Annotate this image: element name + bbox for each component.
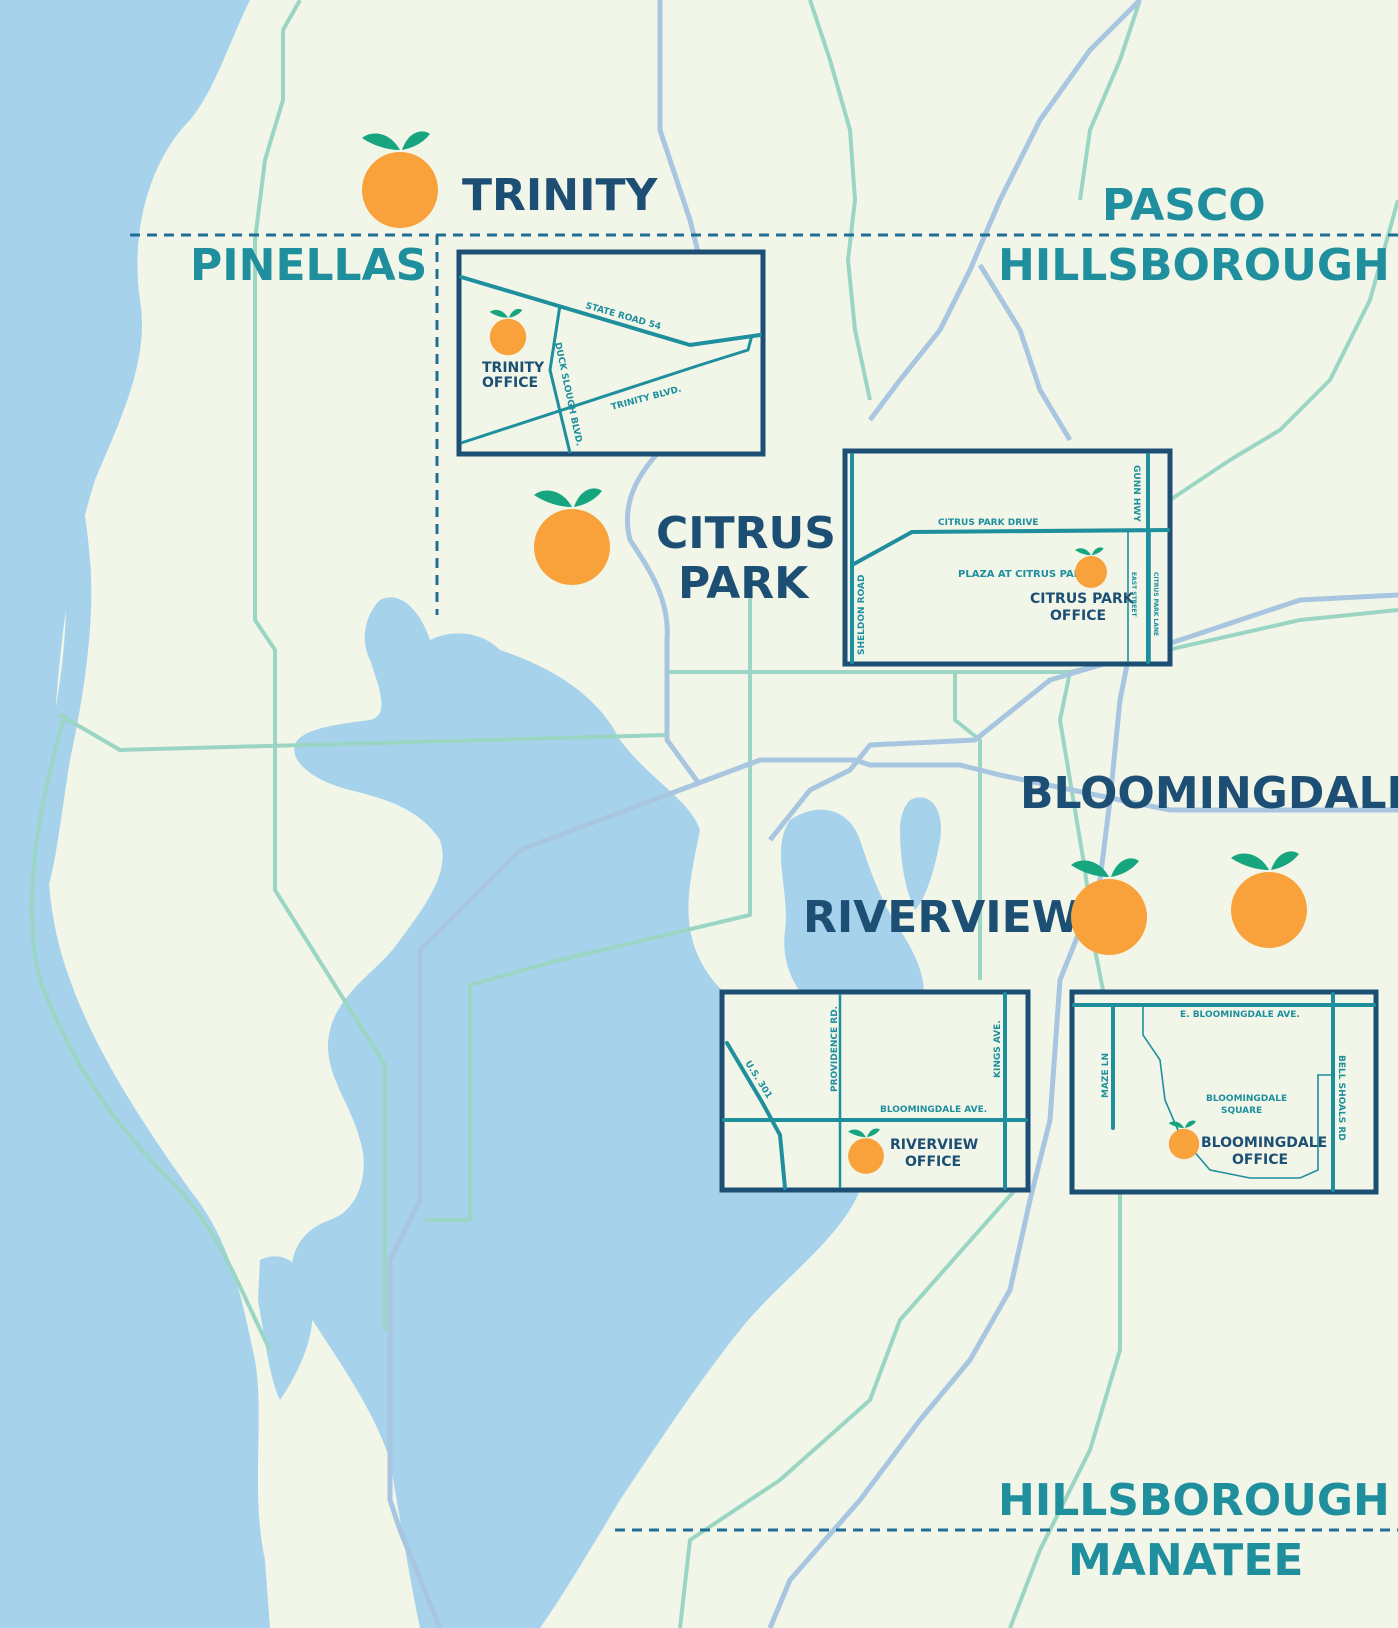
- boca-ciega-water: [258, 1256, 313, 1400]
- county-label-hillsborough-south: HILLSBOROUGH: [998, 1475, 1390, 1526]
- kings-ave-label: KINGS AVE.: [993, 1020, 1003, 1078]
- road-south-1: [1008, 1190, 1122, 1628]
- trinity-office-label-line1: TRINITY: [482, 360, 545, 376]
- riverview-inset-map[interactable]: U.S. 301 PROVIDENCE RD. KINGS AVE. BLOOM…: [719, 989, 1031, 1193]
- old-tampa-bay-arm: [900, 797, 941, 910]
- riverview-office-label-line2: OFFICE: [905, 1154, 961, 1170]
- city-label-trinity: TRINITY: [462, 170, 658, 221]
- highway-suncoast: [657, 0, 703, 261]
- bloomingdale-square-label-line1: BLOOMINGDALE: [1206, 1094, 1287, 1104]
- east-street-label: EAST STREET: [1130, 572, 1137, 617]
- trinity-inset-map[interactable]: STATE ROAD 54 DUCK SLOUGH BLVD. TRINITY …: [456, 249, 766, 457]
- highway-i75: [977, 263, 1073, 442]
- bell-shoals-rd-label: BELL SHOALS RD: [1336, 1055, 1346, 1141]
- city-label-riverview: RIVERVIEW: [803, 892, 1080, 943]
- road-east-1: [1078, 0, 1142, 201]
- state-road-54-line: [459, 275, 762, 348]
- e-bloomingdale-ave-label: E. BLOOMINGDALE AVE.: [1180, 1010, 1300, 1020]
- tampa-bay-water: [291, 597, 862, 1628]
- citrus-park-drive-label: CITRUS PARK DRIVE: [938, 518, 1039, 528]
- county-label-hillsborough-north: HILLSBOROUGH: [998, 240, 1390, 291]
- plaza-at-citrus-park-label: PLAZA AT CITRUS PARK: [958, 569, 1090, 580]
- road-north-south-1: [953, 672, 982, 980]
- county-label-pinellas: PINELLAS: [190, 240, 427, 291]
- highway-i75-south: [767, 599, 1143, 1628]
- bloomingdale-office-label-line1: BLOOMINGDALE: [1201, 1135, 1327, 1151]
- riverview-office-label-line1: RIVERVIEW: [890, 1137, 978, 1153]
- citrus-park-office-label-line1: CITRUS PARK: [1030, 591, 1135, 607]
- highway-us19: [253, 0, 387, 1330]
- trinity-blvd-line: [460, 334, 754, 445]
- road-northeast: [1168, 199, 1398, 502]
- city-label-citrus-park-line1: CITRUS: [656, 508, 836, 559]
- road-east-west-1: [58, 713, 668, 752]
- road-coastal: [29, 714, 272, 1351]
- city-label-bloomingdale: BLOOMINGDALE: [1020, 768, 1398, 819]
- citrus-park-office-label-line2: OFFICE: [1050, 608, 1106, 624]
- trinity-office-label-line2: OFFICE: [482, 375, 538, 391]
- bloomingdale-ave-label: BLOOMINGDALE AVE.: [880, 1105, 987, 1115]
- citrus-park-lane-label: CITRUS PARK LANE: [1152, 572, 1159, 636]
- road-east-west-2: [667, 608, 1398, 674]
- road-veterans: [808, 0, 872, 401]
- gunn-hwy-label: GUNN HWY: [1131, 465, 1141, 522]
- highway-selmon: [387, 757, 1398, 1628]
- county-label-pasco: PASCO: [1102, 180, 1266, 231]
- highway-i4: [768, 592, 1398, 842]
- road-north-south-2: [1058, 671, 1107, 1001]
- bloomingdale-office-label-line2: OFFICE: [1232, 1152, 1288, 1168]
- citrus-park-inset-frame: [842, 448, 1173, 667]
- bloomingdale-inset-frame: [1069, 989, 1379, 1195]
- duck-slough-blvd-line: [548, 304, 572, 454]
- hillsborough-bay-water: [780, 809, 924, 1027]
- bloomingdale-square-label-line2: SQUARE: [1221, 1106, 1262, 1116]
- citrus-park-drive-line: [850, 528, 1170, 567]
- county-label-manatee: MANATEE: [1068, 1535, 1303, 1586]
- road-south-2: [678, 1188, 1017, 1628]
- citrus-park-inset-map[interactable]: CITRUS PARK DRIVE GUNN HWY SHELDON ROAD …: [842, 448, 1173, 667]
- highway-i275: [624, 438, 703, 787]
- road-dale-mabry: [425, 580, 752, 1222]
- bloomingdale-square-outline: [1142, 1005, 1333, 1179]
- maze-ln-label: MAZE LN: [1101, 1053, 1111, 1098]
- bloomingdale-inset-map[interactable]: E. BLOOMINGDALE AVE. MAZE LN BELL SHOALS…: [1069, 989, 1379, 1195]
- providence-rd-label: PROVIDENCE RD.: [830, 1006, 840, 1092]
- city-label-citrus-park-line2: PARK: [678, 558, 810, 609]
- sheldon-road-label: SHELDON ROAD: [857, 575, 867, 655]
